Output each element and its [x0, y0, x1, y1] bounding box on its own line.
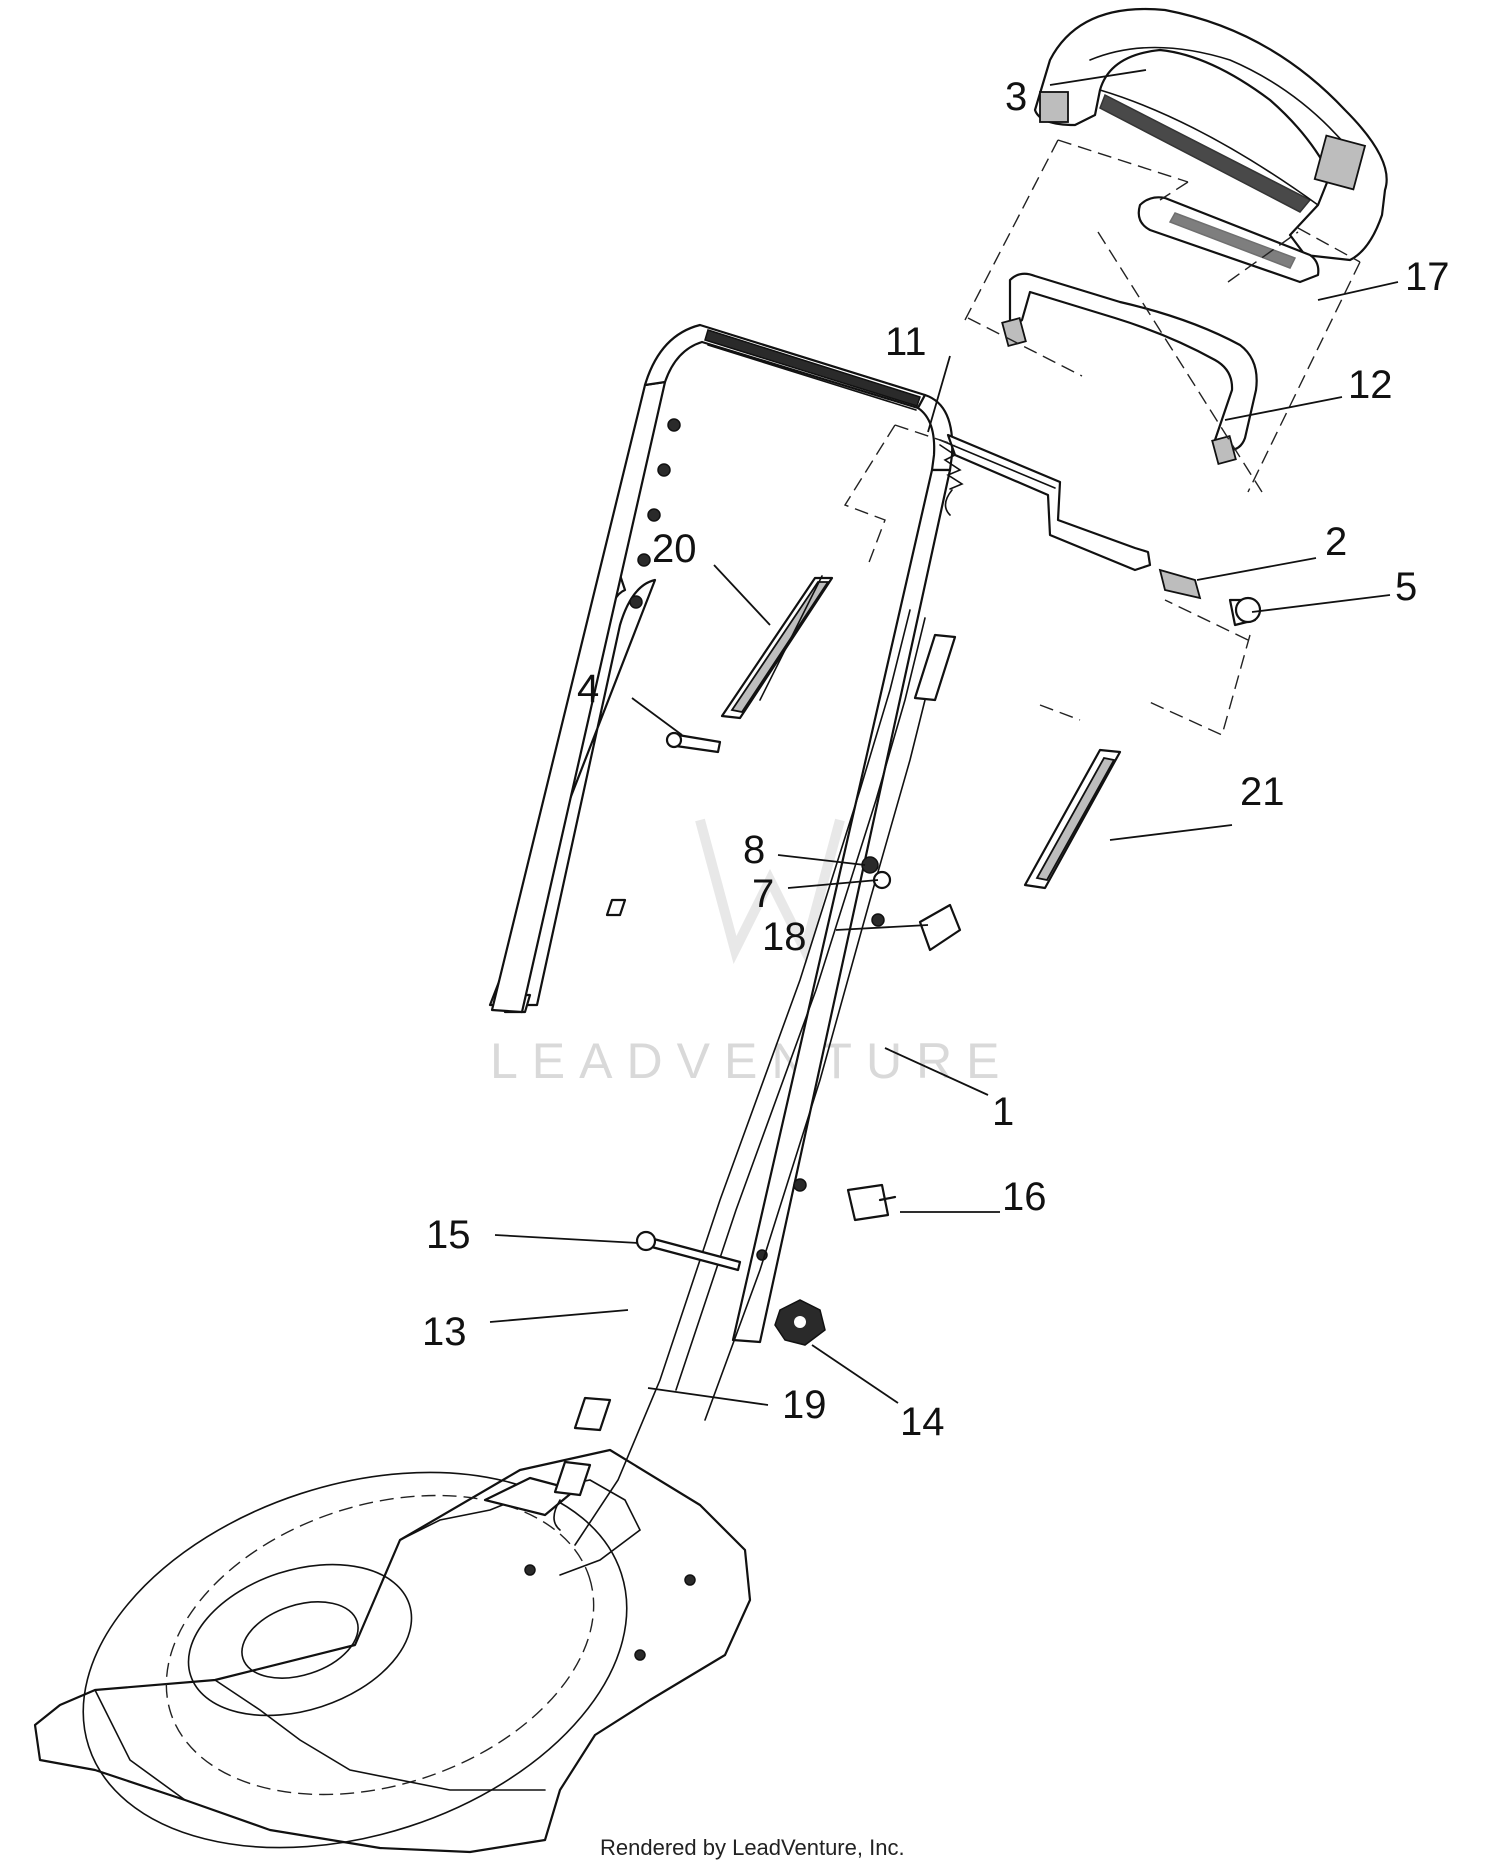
leader-lines — [489, 69, 1399, 1406]
callout-11: 11 — [885, 320, 927, 364]
callout-21: 21 — [1240, 770, 1285, 814]
callout-20: 20 — [652, 527, 697, 571]
carriage-bolt-icon — [635, 1230, 742, 1272]
callout-13: 13 — [422, 1310, 467, 1354]
assembly-outlines — [843, 139, 1361, 736]
callout-8: 8 — [743, 828, 765, 872]
callout-2: 2 — [1325, 520, 1347, 564]
bail-rod — [1001, 272, 1258, 466]
callout-3: 3 — [1005, 75, 1027, 119]
callout-12: 12 — [1348, 363, 1393, 407]
decal-plate — [1137, 196, 1320, 284]
clip-icon — [918, 903, 962, 952]
spring-icon — [939, 444, 964, 516]
callout-5: 5 — [1395, 565, 1417, 609]
cable-guide-icon — [846, 1183, 897, 1222]
hardware — [635, 731, 962, 1346]
callout-labels: 3 17 11 12 2 5 20 4 21 8 7 18 1 16 15 13… — [422, 75, 1450, 1444]
watermark-text: LEADVENTURE — [490, 1033, 1014, 1089]
upper-handle-grip — [1033, 8, 1388, 262]
footer-credit: Rendered by LeadVenture, Inc. — [600, 1835, 905, 1860]
bushing-icon — [1228, 596, 1262, 627]
callout-1: 1 — [992, 1090, 1014, 1134]
handle-frame — [488, 323, 954, 1344]
knob-icon — [774, 1299, 826, 1346]
callout-16: 16 — [1002, 1175, 1047, 1219]
left-cable-guide — [720, 575, 834, 720]
right-cable-guide — [1023, 748, 1122, 890]
watermark-logo-icon — [695, 818, 845, 964]
callout-4: 4 — [577, 667, 599, 711]
control-cables — [553, 609, 957, 1546]
callout-17: 17 — [1405, 255, 1450, 299]
bolt-icon — [665, 731, 722, 754]
control-rod-assembly — [939, 433, 1262, 627]
callout-19: 19 — [782, 1383, 827, 1427]
callout-18: 18 — [762, 915, 807, 959]
callout-15: 15 — [426, 1213, 471, 1257]
callout-7: 7 — [752, 872, 774, 916]
callout-14: 14 — [900, 1400, 945, 1444]
mower-deck — [33, 1448, 752, 1854]
